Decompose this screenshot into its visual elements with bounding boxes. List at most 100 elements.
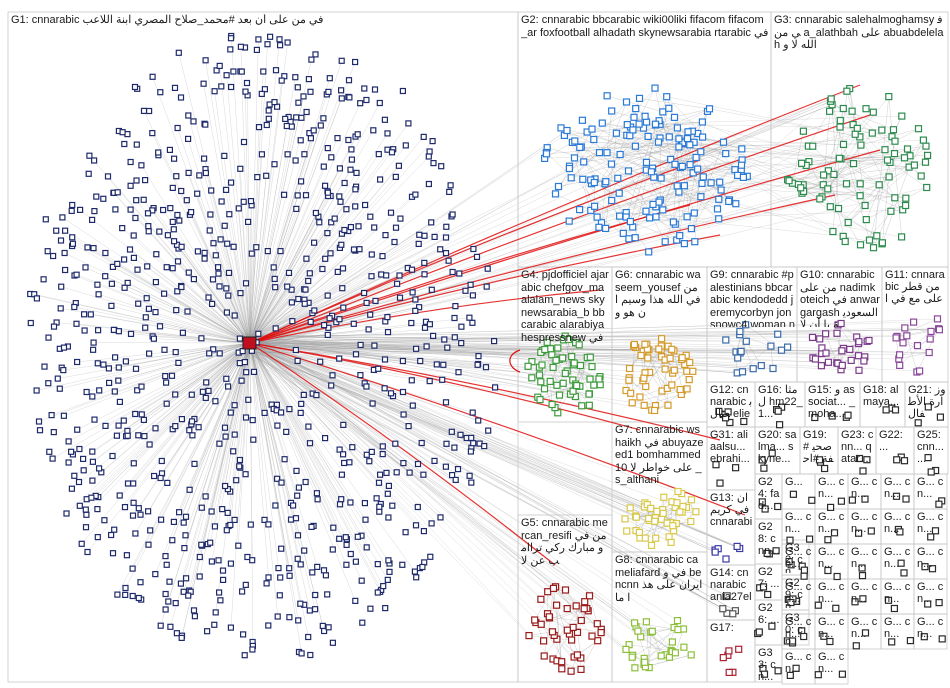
node-g7: [654, 508, 660, 514]
node-g1: [146, 229, 151, 234]
node-g1: [167, 147, 172, 152]
node-g1: [285, 152, 290, 157]
node-g3: [920, 137, 926, 143]
node-g7: [668, 539, 674, 545]
node-g43: [933, 528, 939, 534]
node-g1: [145, 264, 150, 269]
node-g1: [330, 373, 335, 378]
node-g1: [246, 397, 251, 402]
node-g23: [864, 457, 870, 463]
node-g6: [656, 346, 662, 352]
node-g33: [775, 668, 781, 674]
node-g2: [553, 191, 559, 197]
node-g1: [339, 58, 344, 63]
node-g1: [349, 157, 354, 162]
node-g1: [301, 392, 306, 397]
node-g1: [231, 244, 236, 249]
node-g1: [348, 552, 353, 557]
node-g1: [242, 360, 247, 365]
node-g12: [725, 409, 731, 415]
node-g1: [92, 209, 97, 214]
node-g1: [295, 85, 300, 90]
node-g8: [688, 652, 694, 658]
node-g1: [217, 441, 222, 446]
node-g1: [398, 216, 403, 221]
node-g2: [717, 179, 723, 185]
node-g1: [84, 512, 89, 517]
node-g3: [892, 138, 898, 144]
node-g1: [136, 506, 141, 511]
node-g1: [413, 308, 418, 313]
node-g3: [911, 162, 917, 168]
node-g1: [166, 599, 171, 604]
node-g1: [38, 428, 43, 433]
node-g1: [91, 340, 96, 345]
node-g5: [569, 637, 575, 643]
node-g1: [323, 183, 328, 188]
node-g1: [146, 306, 151, 311]
node-g1: [308, 653, 313, 658]
node-g1: [347, 460, 352, 465]
node-g1: [430, 139, 435, 144]
node-g2: [718, 187, 724, 193]
node-g6: [628, 390, 634, 396]
node-g1: [384, 273, 389, 278]
node-g5: [550, 629, 556, 635]
node-g1: [199, 505, 204, 510]
node-g15: [845, 412, 851, 418]
node-g1: [109, 281, 114, 286]
node-g1: [111, 551, 116, 556]
node-g6: [686, 377, 692, 383]
node-g1: [415, 505, 420, 510]
node-g1: [154, 252, 159, 257]
group-box-g41: [848, 509, 881, 544]
node-g3: [800, 128, 806, 134]
node-g1: [184, 514, 189, 519]
node-g1: [322, 323, 327, 328]
node-g9: [743, 322, 749, 328]
node-g1: [211, 277, 216, 282]
node-g1: [276, 566, 281, 571]
node-g4: [529, 375, 535, 381]
node-g1: [226, 384, 231, 389]
node-g1: [467, 315, 472, 320]
node-g42: [897, 529, 903, 535]
edge: [117, 343, 250, 595]
node-g1: [237, 361, 242, 366]
node-g1: [400, 562, 405, 567]
node-g2: [630, 127, 636, 133]
node-g1: [389, 210, 394, 215]
node-g1: [432, 458, 437, 463]
node-g1: [406, 121, 411, 126]
node-g1: [170, 266, 175, 271]
node-g1: [380, 254, 385, 259]
node-g1: [95, 535, 100, 540]
node-g1: [128, 183, 133, 188]
node-g1: [456, 467, 461, 472]
node-g1: [91, 347, 96, 352]
node-g4: [560, 380, 566, 386]
node-g1: [216, 265, 221, 270]
node-g1: [123, 359, 128, 364]
node-g1: [277, 593, 282, 598]
node-g1: [294, 468, 299, 473]
node-g1: [374, 496, 379, 501]
node-g27: [765, 592, 771, 598]
node-g1: [379, 272, 384, 277]
node-g58: [921, 634, 927, 640]
node-g1: [392, 240, 397, 245]
node-g8: [669, 639, 675, 645]
node-g1: [307, 608, 312, 613]
node-g1: [328, 251, 333, 256]
node-g1: [295, 493, 300, 498]
node-g5: [541, 653, 547, 659]
node-g1: [410, 403, 415, 408]
node-g1: [431, 333, 436, 338]
node-g1: [362, 501, 367, 506]
node-g23: [860, 468, 866, 474]
node-g6: [662, 366, 668, 372]
node-g1: [304, 256, 309, 261]
node-g3: [923, 159, 929, 165]
node-g11: [900, 340, 906, 346]
node-g2: [721, 139, 727, 145]
